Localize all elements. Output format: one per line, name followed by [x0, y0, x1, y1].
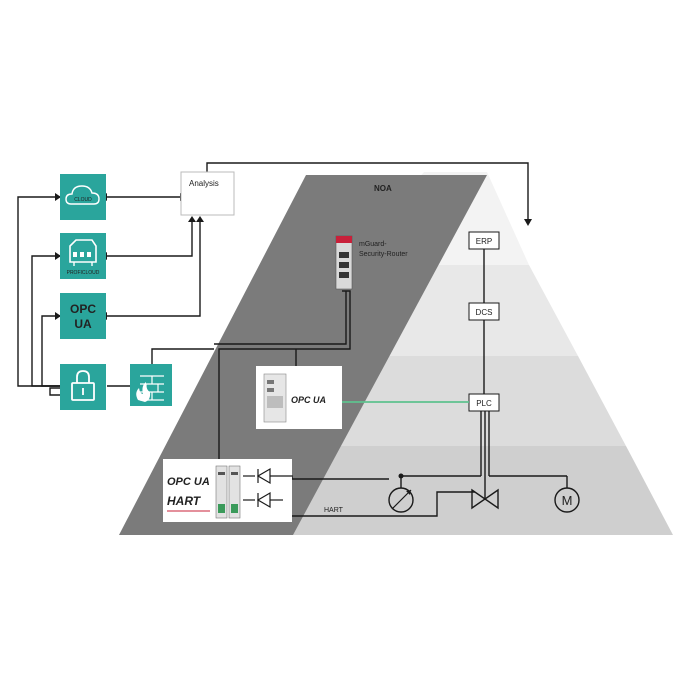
pressure-transmitter[interactable] — [388, 487, 414, 513]
transmitter-gauge-icon — [388, 487, 414, 513]
cloud-label: CLOUD — [74, 197, 92, 203]
opcua-tile[interactable]: OPC UA — [60, 293, 106, 339]
opcua-tile-line2: UA — [74, 317, 92, 331]
gateway-hart-logo: HART — [167, 494, 202, 508]
opcua-tile-line1: OPC — [70, 302, 96, 316]
diode-lower-icon — [243, 491, 283, 509]
server-device-icon — [263, 373, 287, 423]
security-tile[interactable] — [60, 364, 106, 410]
motor[interactable]: M — [554, 487, 580, 513]
proficloud-label: PROFICLOUD — [67, 270, 100, 276]
noa-area — [119, 175, 487, 535]
gateway-modules-icon — [215, 465, 241, 519]
cloud-tile[interactable]: CLOUD — [60, 174, 106, 220]
gateway-box[interactable]: OPC UA HART — [163, 459, 292, 522]
firewall-tile[interactable] — [130, 364, 172, 406]
control-valve[interactable] — [471, 488, 499, 510]
proficloud-tile[interactable]: PROFICLOUD — [60, 233, 106, 279]
router-label-line1: mGuard- — [359, 241, 387, 248]
analysis-label: Analysis — [189, 179, 219, 188]
erp-box[interactable]: ERP — [468, 231, 500, 250]
noa-label: NOA — [374, 184, 392, 193]
erp-label: ERP — [476, 237, 492, 246]
server-opcua-logo: OPC UA — [291, 395, 326, 405]
valve-icon — [471, 488, 499, 510]
motor-label: M — [562, 493, 573, 508]
gateway-opcua-logo: OPC UA — [167, 476, 210, 488]
mguard-router[interactable]: mGuard- Security-Router — [335, 235, 408, 290]
firewall-icon — [136, 375, 164, 402]
plc-box[interactable]: PLC — [468, 393, 500, 412]
cloud-icon — [65, 185, 100, 205]
hart-line-label: HART — [324, 507, 344, 514]
proficloud-icon — [69, 239, 97, 266]
dcs-box[interactable]: DCS — [468, 302, 500, 321]
opcua-server-box[interactable]: OPC UA — [256, 366, 342, 429]
analysis-box[interactable]: Analysis — [180, 171, 235, 216]
motor-icon — [554, 487, 580, 513]
router-label-line2: Security-Router — [359, 251, 408, 258]
diode-upper-icon — [243, 467, 292, 485]
plc-label: PLC — [476, 399, 492, 408]
padlock-icon — [71, 370, 95, 401]
dcs-label: DCS — [476, 308, 493, 317]
